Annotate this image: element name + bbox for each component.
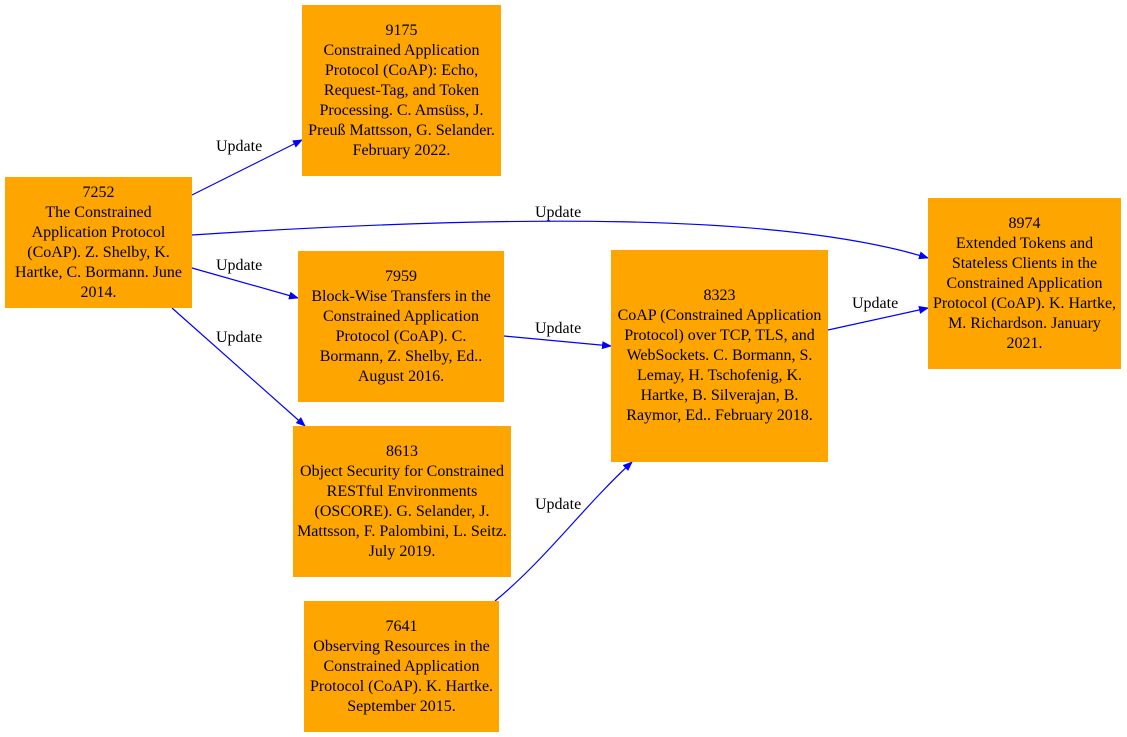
edge-7252-8974 xyxy=(191,220,929,260)
node-7252: 7252 The Constrained Application Protoco… xyxy=(5,177,192,308)
node-number: 7252 xyxy=(82,183,115,201)
edge-7641-8323 xyxy=(494,461,633,602)
node-8613: 8613 Object Security for Constrained RES… xyxy=(293,426,511,577)
edge-label-7252-7959: Update xyxy=(216,257,263,274)
edge-7252-7959 xyxy=(191,267,299,300)
node-description: Extended Tokens and Stateless Clients in… xyxy=(932,234,1117,352)
node-8974: 8974 Extended Tokens and Stateless Clien… xyxy=(928,198,1121,369)
node-number: 8974 xyxy=(1008,214,1041,232)
node-number: 8323 xyxy=(703,287,736,304)
edge-7252-8613 xyxy=(171,307,306,427)
node-description: Object Security for Constrained RESTful … xyxy=(297,462,507,560)
node-description: Block-Wise Transfers in the Constrained … xyxy=(311,287,491,385)
edge-label-7252-8613: Update xyxy=(216,329,263,346)
node-8323: 8323 CoAP (Constrained Application Proto… xyxy=(611,250,828,462)
node-description: CoAP (Constrained Application Protocol) … xyxy=(617,307,822,424)
edge-label-8323-8974: Update xyxy=(852,295,899,312)
node-description: Observing Resources in the Constrained A… xyxy=(309,637,494,715)
node-description: Constrained Application Protocol (CoAP):… xyxy=(308,41,495,159)
node-9175: 9175 Constrained Application Protocol (C… xyxy=(302,5,501,176)
edge-8323-8974 xyxy=(827,306,929,331)
edge-7959-8323 xyxy=(503,335,612,350)
node-number: 7959 xyxy=(385,267,417,285)
edge-label-7252-9175: Update xyxy=(216,138,263,155)
node-number: 8613 xyxy=(386,442,418,460)
node-7641: 7641 Observing Resources in the Constrai… xyxy=(304,601,499,732)
node-number: 7641 xyxy=(385,617,418,635)
edge-label-7959-8323: Update xyxy=(535,320,582,337)
edge-7252-9175 xyxy=(191,139,303,196)
edge-label-7641-8323: Update xyxy=(535,496,582,513)
node-number: 9175 xyxy=(385,21,418,39)
edge-label-7252-8974: Update xyxy=(535,204,582,221)
node-7959: 7959 Block-Wise Transfers in the Constra… xyxy=(298,251,504,402)
node-description: The Constrained Application Protocol (Co… xyxy=(14,203,183,301)
